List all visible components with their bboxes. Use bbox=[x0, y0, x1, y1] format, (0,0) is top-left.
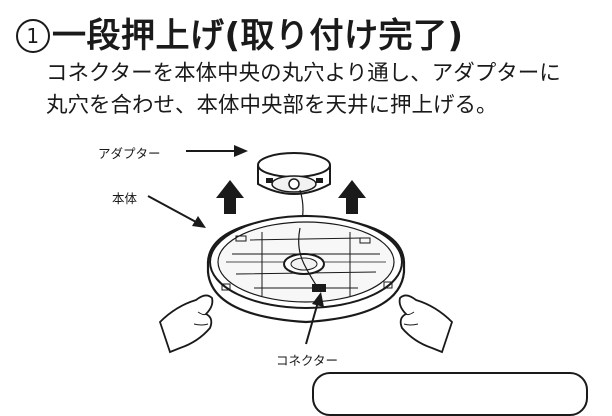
connector-label: コネクター bbox=[276, 353, 339, 368]
connector-pointer-arrow bbox=[305, 292, 324, 345]
instruction-line-2: 丸穴を合わせ、本体中央部を天井に押上げる。 bbox=[46, 93, 498, 118]
step-title-text: 一段押上げ(取り付け完了) bbox=[52, 16, 464, 56]
installation-illustration bbox=[147, 145, 454, 354]
body-pointer-arrow bbox=[147, 195, 206, 228]
instruction-line-1: コネクターを本体中央の丸穴より通し、アダプターに bbox=[46, 61, 561, 86]
body-label: 本体 bbox=[112, 191, 138, 206]
push-up-arrow-left-icon bbox=[216, 180, 244, 214]
adapter-icon bbox=[257, 152, 331, 229]
step-number-icon: 1 bbox=[16, 19, 50, 53]
instruction-text: コネクターを本体中央の丸穴より通し、アダプターに 丸穴を合わせ、本体中央部を天井… bbox=[46, 58, 561, 122]
adapter-pointer-arrow bbox=[186, 145, 248, 157]
right-hand-icon bbox=[398, 294, 454, 354]
adapter-label: アダプター bbox=[98, 146, 161, 161]
left-hand-icon bbox=[158, 294, 214, 354]
push-up-arrow-right-icon bbox=[338, 180, 366, 214]
next-step-box bbox=[312, 372, 588, 416]
lamp-body-icon bbox=[206, 214, 406, 324]
